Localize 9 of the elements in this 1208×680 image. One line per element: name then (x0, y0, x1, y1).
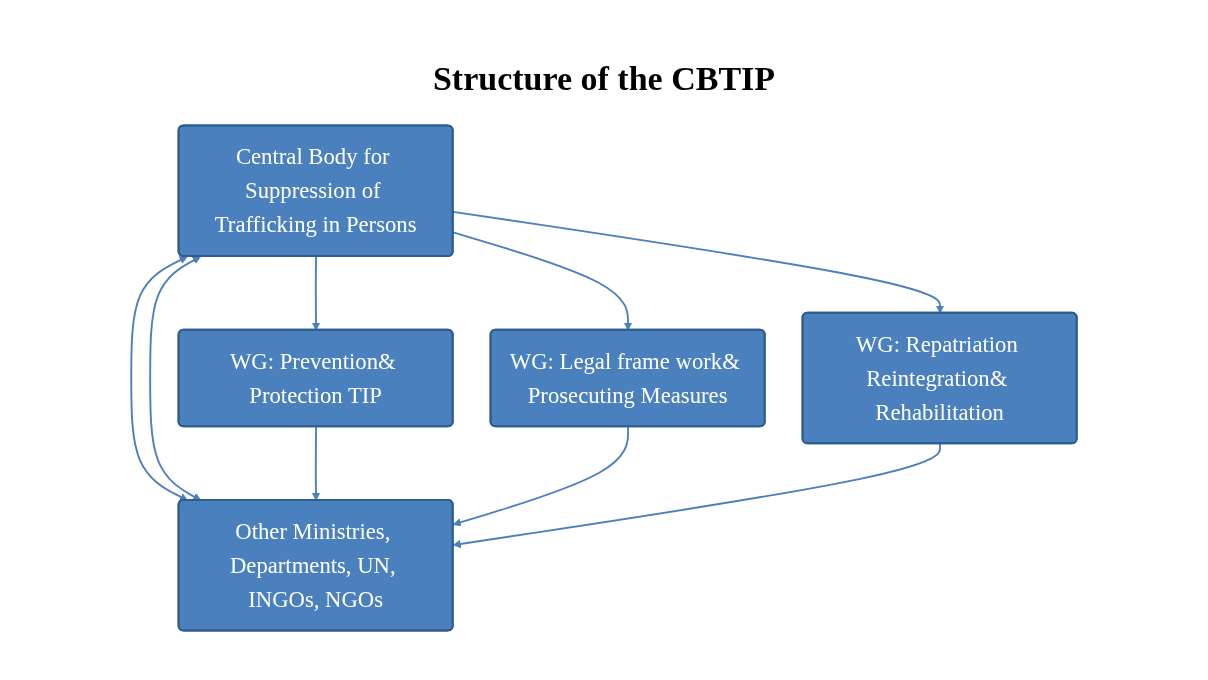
arrow (130, 256, 188, 501)
diagram-title: Structure of the CBTIP (431, 60, 777, 98)
arrow (452, 425, 630, 527)
arrow (311, 425, 321, 501)
arrow (311, 255, 321, 331)
arrow (149, 256, 202, 501)
arrow (452, 231, 633, 331)
arrow (452, 210, 945, 314)
arrow (452, 442, 942, 549)
